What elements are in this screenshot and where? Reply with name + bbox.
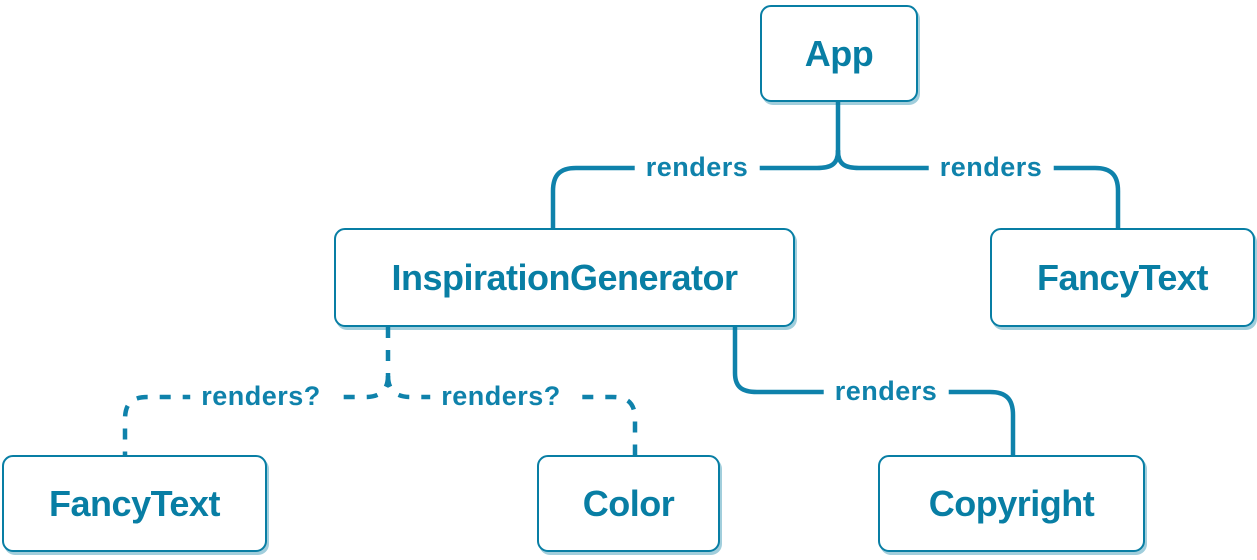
node-label: FancyText <box>49 482 220 524</box>
node-label: InspirationGenerator <box>391 256 738 298</box>
edge-label-renders: renders <box>634 152 760 183</box>
edge-label-renders: renders <box>928 152 1054 183</box>
node-copyright: Copyright <box>878 455 1145 552</box>
edge-inspiration-generator-to-fancy-text-dashed <box>122 375 391 456</box>
node-fancy-text-top: FancyText <box>990 228 1255 327</box>
node-color: Color <box>537 455 720 552</box>
node-inspiration-generator: InspirationGenerator <box>334 228 795 327</box>
node-fancy-text-bottom: FancyText <box>2 455 267 552</box>
edge-app-to-fancy-text <box>835 148 1121 232</box>
edge-label-renders-question: renders? <box>190 381 332 412</box>
node-app: App <box>760 5 918 102</box>
edge-inspiration-generator-to-color-dashed <box>385 375 638 456</box>
node-label: FancyText <box>1037 256 1208 298</box>
edge-label-renders: renders <box>823 376 949 407</box>
node-label: App <box>804 32 874 74</box>
edge-app-to-inspiration-generator <box>550 148 841 232</box>
node-label: Color <box>582 482 675 524</box>
edge-label-renders-question: renders? <box>430 381 572 412</box>
node-label: Copyright <box>928 482 1095 524</box>
